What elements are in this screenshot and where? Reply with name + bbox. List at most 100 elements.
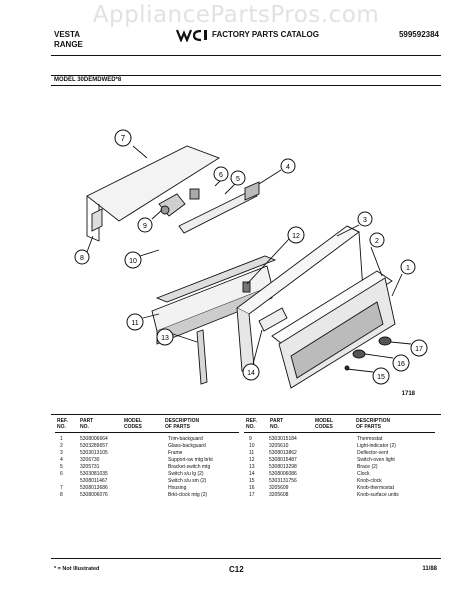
callout-15: 15 [372,367,390,385]
part-description: Knob-clock [357,478,382,484]
callout-1: 1 [400,259,416,275]
svg-text:8: 8 [80,255,84,262]
ref-no: 12 [249,457,255,463]
wci-logo-icon [175,29,207,42]
callout-14: 14 [242,363,260,381]
part-no: 5308013686 [80,485,108,491]
model-rule-bottom [51,85,441,86]
part-bracket-shape [178,189,258,234]
callout-8: 8 [74,249,90,265]
svg-text:2: 2 [375,238,379,245]
ref-no: 14 [249,471,255,477]
brand-line-1: VESTA [54,30,81,39]
page-number: C12 [229,565,244,574]
brand-line-2: RANGE [54,40,83,49]
callout-10: 10 [124,251,142,269]
part-description: Switch s/u lg (2) [168,471,204,477]
part-switch-shape [189,188,200,200]
callout-4: 4 [280,158,296,174]
part-no: 5303013105 [80,450,108,456]
part-no: 5308006664 [80,436,108,442]
callout-12: 12 [287,226,305,244]
part-knob-surface-shape [378,336,392,346]
part-no: 5308006086 [269,471,297,477]
svg-text:14: 14 [247,370,255,377]
brand-block: VESTA RANGE [54,30,83,50]
part-no: 5303131756 [269,478,297,484]
col-header-ref-right: REF.NO. [246,418,257,430]
catalog-number: 599592384 [398,30,439,39]
ref-no: 11 [249,450,255,456]
callout-11: 11 [126,313,144,331]
part-no: 3206730 [80,457,100,463]
svg-text:15: 15 [377,374,385,381]
part-light-rail-shape [155,255,277,303]
callout-2: 2 [369,232,385,248]
svg-text:1: 1 [406,265,410,272]
part-no: 5303081035 [80,471,108,477]
ref-no: 6 [60,471,63,477]
part-description: Switch-oven light [357,457,395,463]
part-description: Clock [357,471,370,477]
part-description: Bracket-switch mtg [168,464,211,470]
part-brace-shape [196,329,208,385]
part-description: Brkt-clock mtg (2) [168,492,208,498]
svg-text:5: 5 [236,176,240,183]
ref-no: 1 [60,436,63,442]
callout-5: 5 [230,170,246,186]
ref-no: 13 [249,464,255,470]
part-description: Deflector-vent [357,450,389,456]
model-label: MODEL 30DEMDWED*8 [54,77,122,83]
ref-no: 15 [249,478,255,484]
part-oven-switch-shape [242,281,251,293]
exploded-parts-diagram: 7 6 5 4 9 8 10 12 3 2 1 11 13 14 15 16 1… [74,129,428,389]
ref-no: 5 [60,464,63,470]
part-description: Glass-backguard [168,443,206,449]
svg-text:12: 12 [292,233,300,240]
svg-text:11: 11 [131,320,138,327]
part-description: Support-sw mtg brkt [168,457,213,463]
part-clock-shape [258,307,288,332]
svg-text:16: 16 [397,361,405,368]
part-description: Brace (2) [357,464,378,470]
callout-6: 6 [213,166,229,182]
part-no: 5308013298 [269,464,297,470]
callout-17: 17 [410,339,428,357]
part-description: Thermostat [357,436,383,442]
diagram-callouts: 7 6 5 4 9 8 10 12 3 2 1 11 13 14 15 16 1… [74,129,428,385]
svg-text:13: 13 [161,335,169,342]
ref-no: 17 [249,492,255,498]
part-description: Trim-backguard [168,436,203,442]
part-description: Knob-thermostat [357,485,394,491]
svg-text:7: 7 [121,134,126,143]
svg-text:10: 10 [129,258,137,265]
parts-catalog-page: VESTA RANGE FACTORY PARTS CATALOG 599592… [47,22,445,577]
diagram-code: 1718 [401,391,415,397]
model-rule-top [51,75,441,76]
callout-3: 3 [357,211,373,227]
svg-text:3: 3 [363,217,367,224]
ref-no: 10 [249,443,255,449]
table-rule-top [51,414,441,415]
col-header-ref-left: REF.NO. [57,418,68,430]
callout-16: 16 [392,354,410,372]
ref-no: 2 [60,443,63,449]
footer-rule [51,558,441,559]
part-no: 5308006076 [80,492,108,498]
part-description: Housing [168,485,187,491]
part-no: 5308013862 [269,450,297,456]
part-no: 5303289657 [80,443,108,449]
part-housing-shape [86,145,221,222]
ref-no: 7 [60,485,63,491]
ref-no: 16 [249,485,255,491]
catalog-title: FACTORY PARTS CATALOG [212,30,319,39]
svg-text:6: 6 [219,172,223,179]
ref-no: 4 [60,457,63,463]
ref-no: 3 [60,450,63,456]
part-support-shape [244,181,260,201]
part-no: 5308015487 [269,457,297,463]
